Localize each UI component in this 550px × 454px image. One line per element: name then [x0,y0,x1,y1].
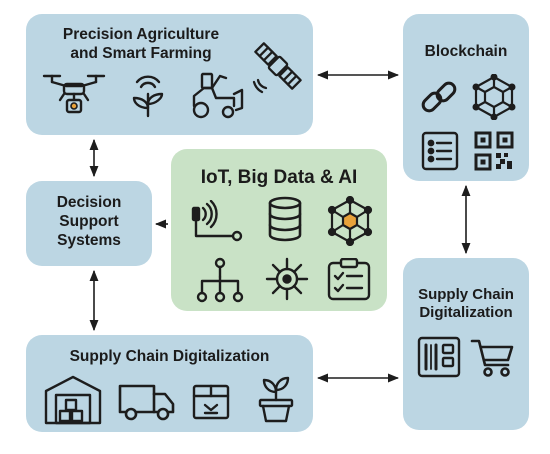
blockchain-title: Blockchain [424,43,508,60]
supply-chain-right-node [403,258,529,430]
sensor-signal-icon [187,200,247,244]
drone-icon [42,70,106,118]
virus-gear-icon [264,256,310,302]
ai-network-icon [325,196,375,246]
precision-agriculture-node [26,14,313,135]
plant-signal-icon [128,68,168,120]
package-box-icon [190,380,232,422]
supply-bottom-title: Supply Chain Digitalization [69,348,270,365]
qr-code-icon [474,131,514,171]
warehouse-icon [43,373,103,425]
decision-title: Decision Support Systems [56,194,122,249]
precision-title: Precision Agriculture and Smart Farming [62,26,220,62]
decision-support-node [26,181,152,266]
satellite-icon [248,36,308,96]
checklist-icon [326,258,372,302]
database-icon [267,196,303,242]
chain-link-icon [418,76,460,118]
plant-pot-icon [254,374,298,424]
barcode-scanner-icon [417,336,461,378]
supply-right-title: Supply Chain Digitalization [418,286,514,322]
ledger-list-icon [420,130,460,172]
shopping-cart-icon [470,335,516,379]
delivery-truck-icon [118,382,176,422]
network-cube-icon [472,74,516,120]
hierarchy-icon [194,257,246,303]
tractor-icon [186,66,244,120]
center-title: IoT, Big Data & AI [200,167,358,188]
